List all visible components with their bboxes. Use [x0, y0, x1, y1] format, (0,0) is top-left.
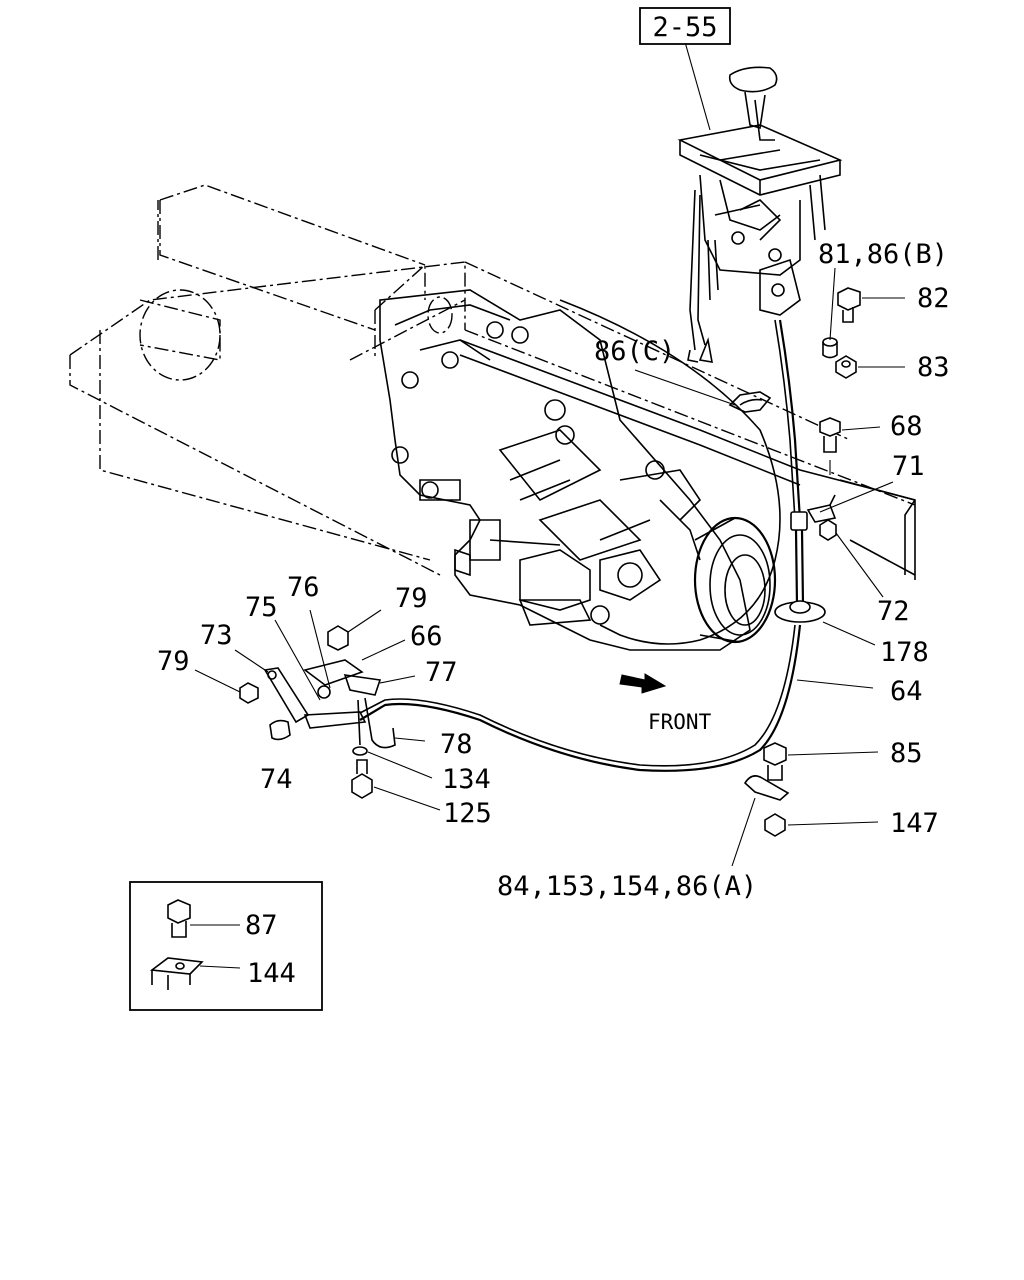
- label-71: 71: [892, 451, 925, 482]
- part-84-clamp: [743, 775, 790, 801]
- label-76: 76: [287, 572, 320, 603]
- label-77: 77: [425, 657, 458, 688]
- linkage-assembly: [239, 625, 396, 799]
- transmission: [379, 289, 777, 651]
- label-82: 82: [917, 283, 950, 314]
- part-72-nut: [819, 519, 837, 541]
- part-71-bracket: [806, 494, 837, 523]
- leader-lines: [194, 41, 905, 867]
- label-ref-2-55: 2-55: [652, 12, 717, 43]
- label-64: 64: [890, 676, 923, 707]
- frame-rail-solid: [459, 339, 916, 580]
- label-72: 72: [877, 596, 910, 627]
- label-144: 144: [247, 958, 296, 989]
- label-73: 73: [200, 620, 233, 651]
- label-147: 147: [890, 808, 939, 839]
- label-134: 134: [442, 764, 491, 795]
- label-87: 87: [245, 910, 278, 941]
- label-81-86b: 81,86(B): [818, 239, 948, 270]
- label-86c: 86(C): [594, 336, 675, 367]
- label-85: 85: [890, 738, 923, 769]
- shift-cable: [359, 299, 826, 772]
- part-147-nut: [764, 813, 786, 837]
- shift-lever-assembly: [677, 66, 843, 363]
- front-arrow: [619, 673, 667, 694]
- inset-box: [129, 881, 323, 1011]
- label-125: 125: [443, 798, 492, 829]
- part-86c-clip: [728, 391, 772, 413]
- label-79-left: 79: [157, 646, 190, 677]
- label-83: 83: [917, 352, 950, 383]
- label-84-153-154-86a: 84,153,154,86(A): [497, 871, 757, 902]
- reference-box: [639, 7, 731, 45]
- label-66: 66: [410, 621, 443, 652]
- part-83-nut: [835, 355, 857, 379]
- part-68-bolt: [819, 417, 841, 475]
- label-79-upper: 79: [395, 583, 428, 614]
- label-75: 75: [245, 592, 278, 623]
- label-178: 178: [880, 637, 929, 668]
- engine-block: [139, 289, 453, 381]
- part-82-bolt: [837, 287, 861, 323]
- part-81: [822, 337, 838, 359]
- part-85-bolt: [763, 742, 787, 781]
- label-front: FRONT: [648, 710, 712, 734]
- label-74: 74: [260, 764, 293, 795]
- label-78: 78: [440, 729, 473, 760]
- frame-rail: [69, 184, 916, 576]
- label-68: 68: [890, 411, 923, 442]
